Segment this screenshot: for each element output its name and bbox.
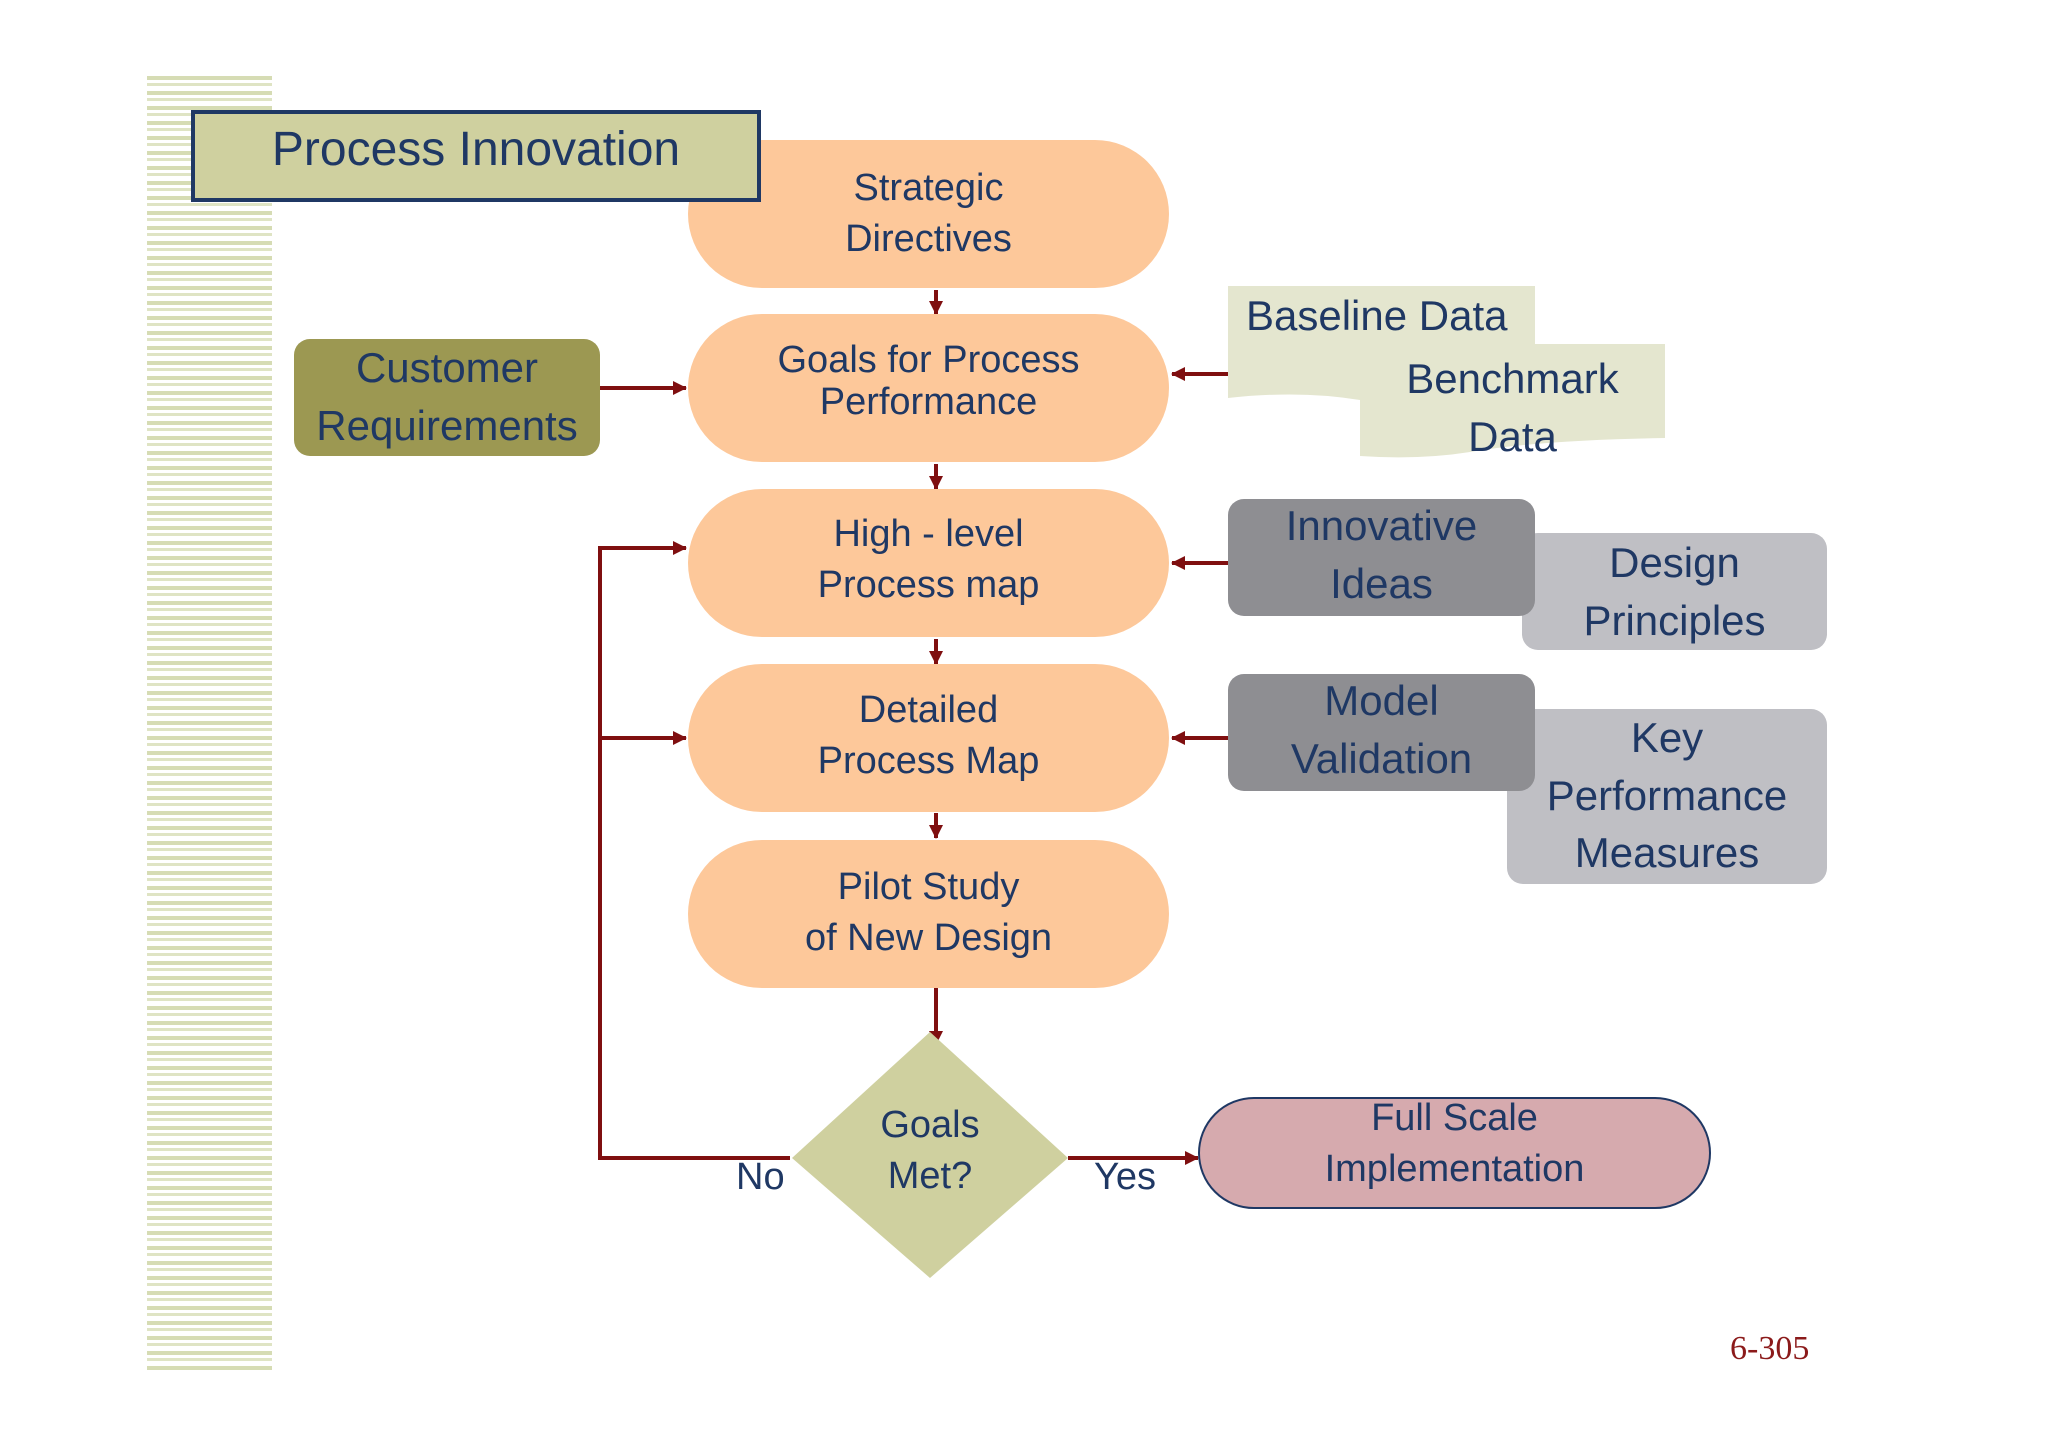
model-line1: Model <box>1324 676 1439 724</box>
step-pilot-line1: Pilot Study <box>837 865 1020 908</box>
step-strategic-line2: Directives <box>845 218 1012 260</box>
decorative-stripes <box>147 76 272 1372</box>
decision-line2: Met? <box>887 1155 973 1198</box>
step-strategic-line1: Strategic <box>853 166 1004 209</box>
page-title-text: Process Innovation <box>271 122 681 176</box>
full-scale-line1: Full Scale <box>1371 1096 1538 1139</box>
step-goals-line1: Goals for Process <box>777 339 1080 382</box>
full-scale-line2: Implementation <box>1324 1148 1585 1190</box>
baseline-data-shape <box>1228 286 1665 458</box>
innovative-line2: Ideas <box>1330 559 1433 607</box>
innovative-line1: Innovative <box>1285 501 1478 549</box>
no-label: No <box>736 1156 785 1198</box>
page-title: Process Innovation <box>191 110 761 202</box>
decision-line1: Goals <box>880 1104 980 1146</box>
benchmark-line1: Benchmark <box>1406 355 1619 402</box>
benchmark-line2: Data <box>1468 412 1557 460</box>
kpm-line2: Performance <box>1546 771 1788 819</box>
step-goals-line2: Performance <box>819 381 1038 423</box>
yes-label: Yes <box>1094 1156 1156 1198</box>
step-highlevel-line1: High - level <box>833 512 1024 555</box>
model-line2: Validation <box>1290 734 1473 782</box>
customer-line2: Requirements <box>316 401 578 449</box>
page-number: 6-305 <box>1730 1330 1810 1367</box>
no-feedback-loop <box>598 548 790 1160</box>
step-detailed-line2: Process Map <box>817 740 1040 782</box>
step-pilot-study: Pilot Study of New Design <box>688 840 1169 988</box>
design-line1: Design <box>1609 538 1740 586</box>
decision-label: Goals Met? <box>830 1100 1030 1203</box>
baseline-data-label: Baseline Data <box>1246 292 1508 339</box>
step-highlevel-line2: Process map <box>817 564 1040 606</box>
benchmark-data-label: Benchmark Data <box>1360 350 1665 466</box>
customer-line1: Customer <box>355 343 539 391</box>
step-detailed-line1: Detailed <box>858 688 999 731</box>
kpm-line1: Key <box>1630 713 1704 761</box>
design-line2: Principles <box>1583 596 1766 644</box>
step-pilot-line2: of New Design <box>804 917 1053 959</box>
decision-diamond <box>792 1032 1068 1278</box>
kpm-line3: Measures <box>1574 829 1760 877</box>
